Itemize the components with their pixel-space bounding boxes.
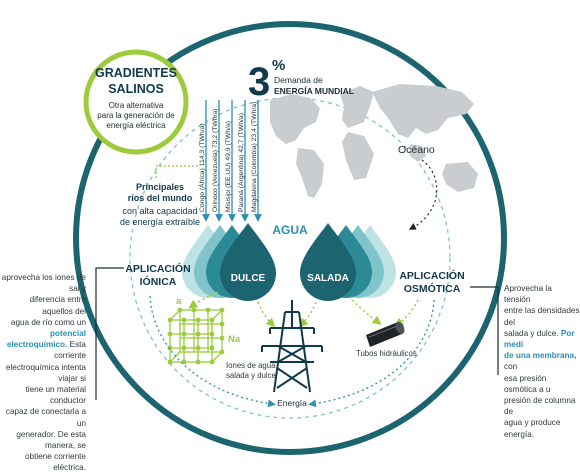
river-labels: Congo (África) 114,3 (TWh/a) Orinoco (Ve… [197,102,258,212]
osmotic-to-energy-arrow [308,299,435,408]
ion-a-label: a [176,296,182,307]
hydraulic-tubes-label: Tubos hidráulicos [356,349,417,358]
osmotic-description-highlight: Por medi de una membrana, [504,328,577,361]
ions-caption-line1: Iones de agua [226,361,276,370]
hydraulic-tube-icon [366,321,405,347]
ionic-description: aprovecha los iones de sal y diferencia … [0,272,86,474]
ionic-description-p2: Esta corriente electroquímica intenta vi… [5,340,86,473]
river-label-congo: Congo (África) 114,3 (TWh/a) [197,123,206,212]
rivers-caption-pointer [155,165,200,178]
salada-to-tubes-arrow [351,299,382,325]
world-map [270,84,478,198]
left-callout-bracket [95,267,124,400]
rivers-caption: Principales ríos del mundo con alta capa… [120,182,200,227]
title-sub-line3: energía eléctrica [106,121,166,130]
osmotic-description-p2: con esa presión osmótica a u presión de … [504,362,576,439]
title-badge [83,49,189,155]
river-label-orinoco: Orinoco (Venezuela) 73,2 (TWh/a) [212,108,219,212]
osmotic-title-line1: APLICACIÓN [399,269,464,282]
osmotic-description-p1: Aprovecha la tensión entre las densidade… [504,284,580,338]
energy-label: Energía [277,398,307,408]
salada-label: SALADA [307,273,349,284]
ions-caption-line2: salada y dulce [226,371,276,380]
osmotic-description: Aprovecha la tensión entre las densidade… [504,283,580,440]
title-heading-line1: GRADIENTES [95,66,177,80]
rivers-caption-line1: Principales [136,182,184,192]
title-heading-line2: SALINOS [108,82,164,96]
demand-line1: Demanda de [274,75,323,85]
ionic-title-line1: APLICACIÓN [125,262,190,275]
title-sub-line1: Otra alternativa [109,101,164,110]
ionic-title-line2: IÓNICA [140,275,177,288]
salada-drop-front [300,223,356,301]
right-callout-bracket [470,286,499,375]
ionic-description-p1: aprovecha los iones de sal y diferencia … [1,273,86,327]
rivers-caption-line2: ríos del mundo [128,193,193,203]
infographic-canvas: Océano GRADIENTES SALINOS Otra alternati… [73,21,507,455]
rivers-caption-line4: de energía extraíble [120,217,200,227]
demand-line2: ENERGÍA MUNDIAL [274,86,354,96]
dulce-drops [182,223,276,301]
river-label-magdalena: Magdalena (Colombia) 23,4 (TWh/a) [251,102,258,212]
ionic-description-highlight: potencial electroquímico. [6,329,86,350]
transmission-tower-icon [261,300,323,393]
river-arrows [202,100,262,222]
demand-percent-sign: % [272,57,285,74]
main-circle-ring [73,21,507,455]
title-sub-line2: para la generación de [97,111,175,120]
river-label-parana: Paraná (Argentina) 42,7 (TWh/a) [238,113,245,212]
ocean-label: Océano [398,144,435,156]
osmotic-title-line2: OSMÓTICA [404,282,461,295]
dulce-drop-front [220,223,276,301]
agua-label: AGUA [272,223,308,237]
ion-na-label: Na [228,334,241,345]
demand-percent: 3 [248,60,270,104]
river-label-misisipi: Misisipi (EE.UU) 49,9 (TWh/a) [225,121,232,212]
ion-lattice-icon [167,307,225,365]
ionic-to-energy-arrow [149,295,276,408]
dulce-label: DULCE [231,273,266,284]
salada-drops [300,223,396,301]
rivers-caption-line3: con alta capacidad [122,206,197,216]
